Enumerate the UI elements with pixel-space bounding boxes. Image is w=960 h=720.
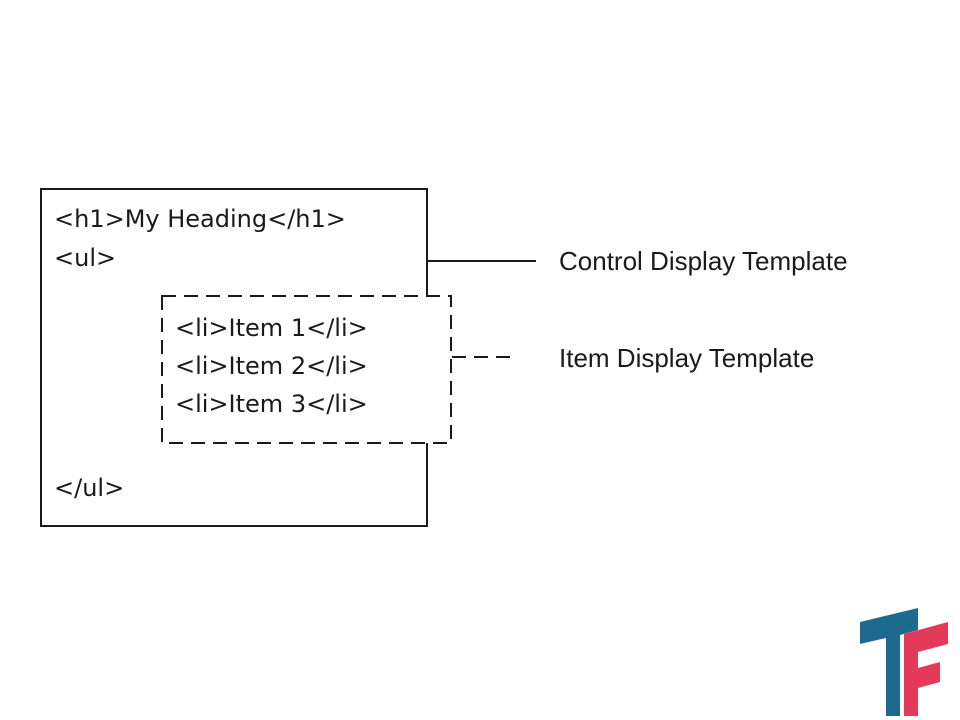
item-line-3: <li>Item 3</li>: [175, 390, 368, 418]
control-line-ul-open: <ul>: [54, 244, 116, 272]
item-line-1: <li>Item 1</li>: [175, 314, 368, 342]
logo-f-shape: [904, 622, 948, 716]
tf-logo-icon: [860, 608, 948, 716]
item-template-box: <li>Item 1</li> <li>Item 2</li> <li>Item…: [161, 295, 452, 444]
item-template-border: [161, 295, 452, 444]
control-template-border: [40, 188, 428, 527]
control-template-box: <h1>My Heading</h1> <ul> </ul>: [40, 188, 428, 527]
control-line-h1: <h1>My Heading</h1>: [54, 205, 346, 233]
item-template-label: Item Display Template: [559, 343, 814, 373]
control-line-ul-close: </ul>: [54, 474, 124, 502]
control-template-label: Control Display Template: [559, 246, 848, 276]
item-line-2: <li>Item 2</li>: [175, 352, 368, 380]
logo-t-shape: [860, 608, 918, 716]
